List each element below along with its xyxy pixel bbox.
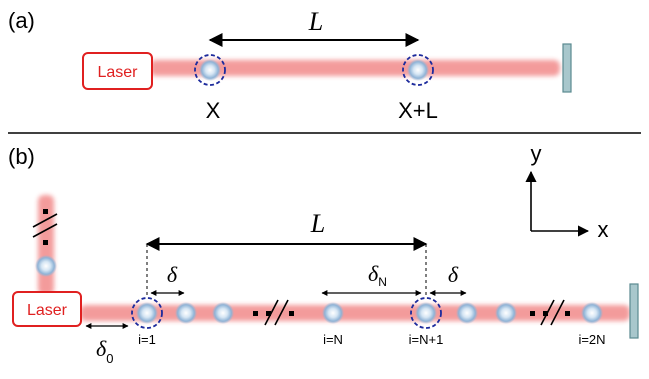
atom-label-i-n: i=N — [323, 332, 343, 347]
laser-beam-a — [150, 60, 560, 76]
atom — [212, 302, 234, 324]
atom-a-x — [194, 54, 226, 86]
atom — [456, 302, 478, 324]
atom-ring — [194, 54, 226, 86]
x-axis-label: x — [598, 217, 609, 242]
laser-box-a — [82, 52, 153, 90]
atom-label-x: X — [206, 98, 221, 123]
distance-label-b: L — [310, 209, 325, 238]
spacing-label-left: δ — [167, 262, 178, 287]
offset-label: δ0 — [96, 336, 113, 366]
panel-b-label: (b) — [8, 144, 35, 169]
atom — [175, 302, 197, 324]
laser-label-b: Laser — [27, 302, 68, 319]
atom-ring — [410, 297, 442, 329]
atom-i-n-plus-1 — [410, 297, 442, 329]
gap-subscript: N — [378, 275, 387, 289]
laser-box-b — [12, 291, 82, 327]
spacing-label-right: δ — [448, 262, 459, 287]
gap-label: δN — [368, 261, 387, 289]
gap-delta-symbol: δ — [368, 261, 379, 286]
laser-source-b: Laser — [12, 291, 82, 327]
atom-i-2n — [581, 302, 603, 324]
atom — [495, 302, 517, 324]
atom-label-i-n-plus-1: i=N+1 — [409, 332, 444, 347]
offset-delta-symbol: δ — [96, 336, 107, 361]
beam-break-2 — [530, 299, 570, 326]
y-axis-label: y — [531, 141, 542, 166]
laser-label-a: Laser — [97, 64, 138, 81]
atom-label-x-plus-l: X+L — [398, 98, 438, 123]
atom-i-1 — [131, 297, 163, 329]
atom-ring — [131, 297, 163, 329]
mirror-b — [629, 283, 639, 339]
panel-b: (b) Laser — [8, 141, 639, 366]
mirror-a — [562, 43, 572, 93]
panel-a-label: (a) — [8, 8, 35, 33]
atom-ring — [402, 54, 434, 86]
atom-vertical — [35, 255, 57, 277]
laser-source-a: Laser — [82, 52, 153, 90]
atom-i-n — [322, 302, 344, 324]
panel-a: (a) Laser L X X+L — [8, 7, 572, 123]
beam-break-1 — [253, 299, 294, 326]
vertical-beam-break — [32, 209, 58, 245]
distance-label-a: L — [308, 7, 323, 36]
offset-subscript: 0 — [106, 351, 113, 366]
coordinate-axes: y x — [525, 141, 609, 242]
atom-a-x-plus-l — [402, 54, 434, 86]
atom-label-i-2n: i=2N — [578, 332, 605, 347]
atom-label-i-1: i=1 — [138, 332, 156, 347]
